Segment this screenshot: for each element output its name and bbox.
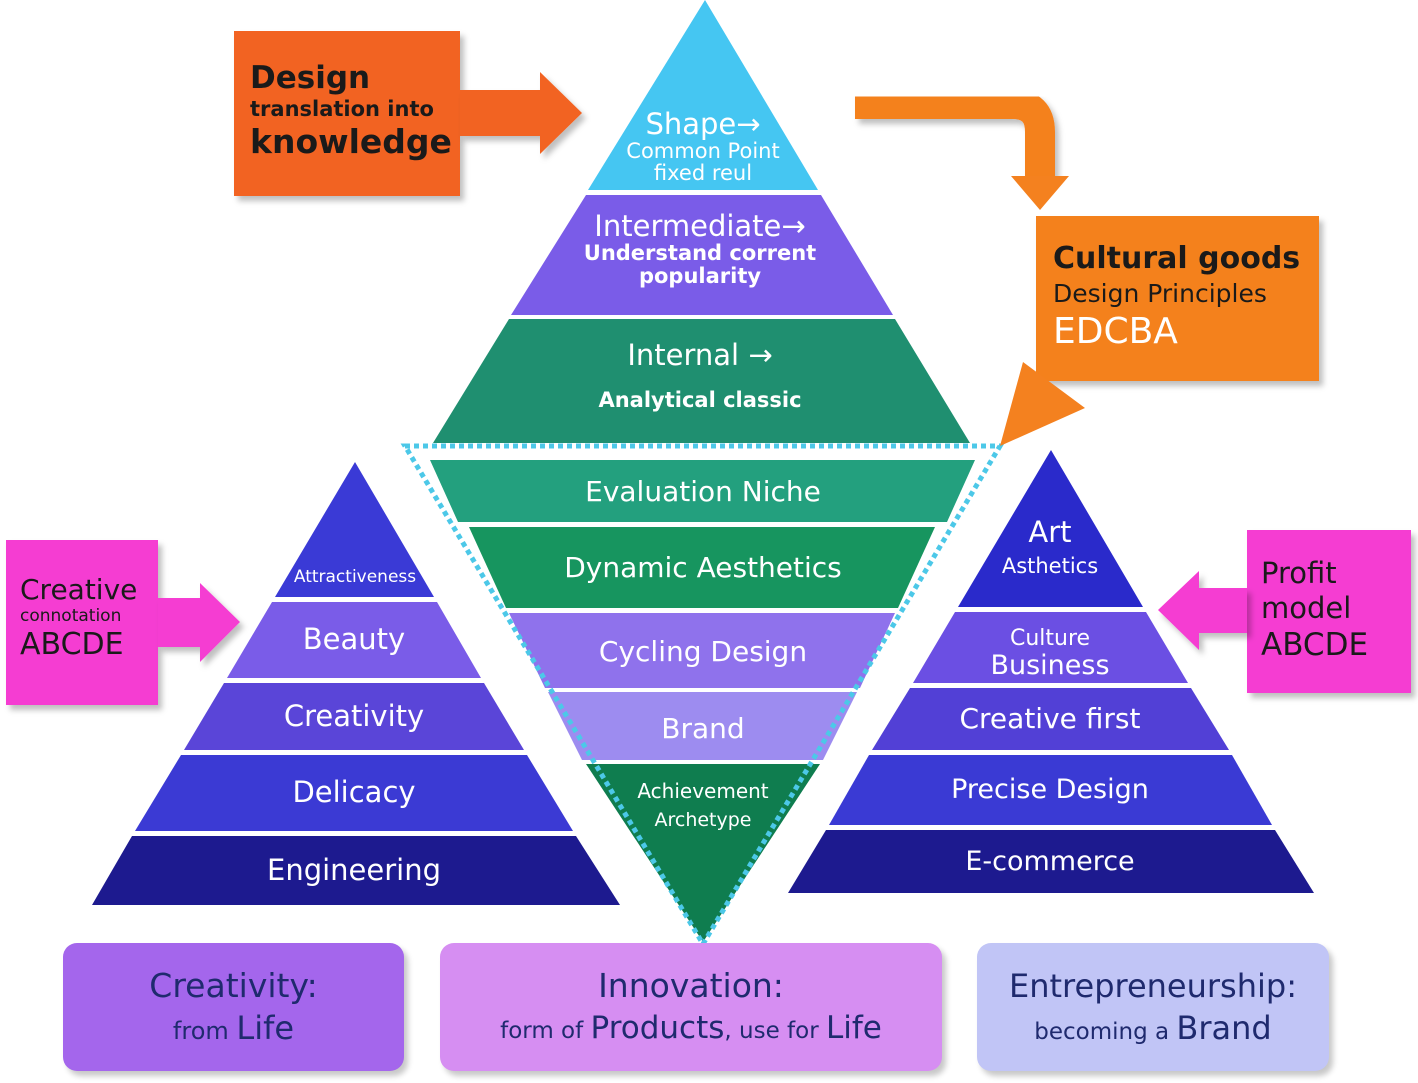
top-right-box-text: Cultural goods Design Principles EDCBA — [1053, 240, 1300, 354]
bottom-box-creativity: Creativity: from Life — [63, 943, 404, 1071]
right-tier-art — [958, 450, 1143, 607]
bottom-creativity-big: Life — [236, 1009, 295, 1047]
intermediate-tier-text: Intermediate→ Understand corrent popular… — [540, 210, 860, 288]
evaluation-tier-text: Evaluation Niche — [585, 475, 821, 508]
top-right-line2: Design Principles — [1053, 279, 1267, 308]
top-pyramid-tier-internal — [433, 319, 970, 443]
top-right-box — [1036, 216, 1319, 381]
bottom-innovation-line1: Innovation: — [598, 966, 784, 1005]
art-tier-line2: Asthetics — [1001, 554, 1099, 578]
attractiveness-tier-text: Attractiveness — [293, 567, 417, 587]
left-side-arrow — [158, 583, 240, 662]
achievement-tier-text: Achievement Archetype — [590, 774, 816, 832]
right-side-box — [1247, 530, 1411, 693]
left-side-box — [6, 540, 158, 705]
bottom-creativity-line2: from Life — [63, 1007, 404, 1055]
right-side-line3: ABCDE — [1261, 627, 1369, 663]
left-tier-creativity — [184, 683, 524, 750]
achievement-tier-title: Achievement — [637, 779, 769, 803]
top-pyramid — [433, 0, 970, 443]
left-side-box-text: Creative connotation ABCDE — [20, 574, 137, 664]
bottom-entrepreneurship-line2: becoming a Brand — [977, 1007, 1329, 1055]
right-tier-culture — [913, 612, 1188, 683]
top-right-box-pointer — [1000, 362, 1085, 446]
inverted-tier-evaluation — [430, 460, 975, 522]
bottom-box-innovation: Innovation: form of Products, use for Li… — [440, 943, 942, 1071]
art-tier-text: Art Asthetics — [975, 514, 1125, 582]
cycling-tier-text: Cycling Design — [598, 635, 808, 668]
internal-tier-title: Internal → — [627, 338, 773, 372]
right-tier-creative-first — [872, 688, 1229, 750]
top-left-box — [234, 31, 460, 196]
bottom-entrepreneurship-big: Brand — [1176, 1009, 1272, 1047]
top-left-line3: knowledge — [250, 122, 452, 161]
right-side-line1: Profit — [1261, 556, 1337, 590]
bottom-innovation-big2: Life — [826, 1010, 882, 1046]
left-side-line3: ABCDE — [20, 627, 124, 662]
culture-tier-line2: Business — [990, 650, 1110, 681]
right-pyramid — [788, 450, 1314, 893]
shape-tier-line3: fixed reul — [653, 161, 753, 185]
shape-tier-text: Shape→ Common Point fixed reul — [600, 108, 806, 184]
bottom-innovation-line2: form of Products, use for Life — [440, 1007, 942, 1054]
art-tier-title: Art — [1028, 515, 1072, 549]
bottom-box-entrepreneurship: Entrepreneurship: becoming a Brand — [977, 943, 1329, 1071]
brand-tier-text: Brand — [661, 712, 745, 745]
top-left-arrow — [460, 72, 582, 154]
shape-tier-title: Shape→ — [645, 107, 761, 141]
beauty-tier-text: Beauty — [302, 622, 406, 656]
creativity-tier-text: Creativity — [283, 699, 425, 733]
top-right-line1: Cultural goods — [1053, 241, 1301, 276]
inverted-tier-cycling — [509, 613, 895, 688]
delicacy-tier-text: Delicacy — [292, 775, 416, 809]
left-pyramid — [92, 462, 620, 905]
internal-tier-text: Internal → Analytical classic — [520, 336, 880, 416]
right-side-box-text: Profit model ABCDE — [1261, 556, 1368, 664]
shape-tier-line2: Common Point — [626, 139, 780, 163]
bottom-creativity-small: from — [172, 1017, 237, 1045]
achievement-tier-line2: Archetype — [654, 809, 752, 831]
left-side-line2: connotation — [20, 606, 122, 626]
left-side-line1: Creative — [20, 573, 138, 606]
top-pyramid-tier-shape — [588, 0, 818, 190]
left-tier-engineering — [92, 836, 620, 905]
creative-first-tier-text: Creative first — [959, 702, 1141, 735]
intermediate-tier-title: Intermediate→ — [594, 209, 806, 243]
dynamic-tier-text: Dynamic Aesthetics — [564, 551, 842, 584]
left-tier-beauty — [227, 602, 481, 678]
left-tier-delicacy — [135, 755, 573, 831]
engineering-tier-text: Engineering — [267, 853, 441, 887]
bottom-innovation-big: Products — [590, 1010, 725, 1046]
inverted-tier-achievement — [586, 764, 820, 942]
internal-tier-line2: Analytical classic — [598, 388, 802, 412]
right-tier-precise — [829, 755, 1272, 825]
culture-tier-text: Culture Business — [950, 626, 1150, 680]
bottom-entrepreneurship-line1: Entrepreneurship: — [1009, 967, 1297, 1005]
top-left-box-text: Design translation into knowledge — [250, 60, 452, 162]
culture-tier-title: Culture — [1009, 626, 1091, 651]
inverted-tier-brand — [548, 692, 857, 760]
intermediate-tier-line2: Understand corrent — [583, 241, 817, 265]
intermediate-tier-line3: popularity — [638, 264, 762, 288]
bottom-innovation-small: form of — [500, 1018, 591, 1044]
top-left-line2: translation into — [250, 97, 434, 121]
right-side-arrow — [1158, 571, 1247, 650]
left-tier-attractiveness — [275, 462, 434, 597]
top-right-curved-arrow — [855, 89, 1055, 178]
bottom-creativity-line1: Creativity: — [149, 966, 318, 1005]
ecommerce-tier-text: E-commerce — [965, 846, 1135, 877]
right-tier-ecommerce — [788, 830, 1314, 893]
right-side-line2: model — [1261, 591, 1352, 625]
top-left-line1: Design — [250, 60, 371, 96]
inverted-dotted-outline — [400, 443, 1005, 949]
bottom-entrepreneurship-small: becoming a — [1034, 1019, 1177, 1045]
top-right-line3: EDCBA — [1053, 311, 1178, 352]
inverted-pyramid — [400, 443, 1005, 949]
bottom-innovation-small2: , use for — [724, 1018, 826, 1044]
precise-design-tier-text: Precise Design — [951, 774, 1149, 805]
top-right-arrow-head — [1011, 176, 1069, 210]
top-pyramid-tier-intermediate — [511, 195, 893, 315]
inverted-tier-dynamic — [469, 527, 935, 608]
